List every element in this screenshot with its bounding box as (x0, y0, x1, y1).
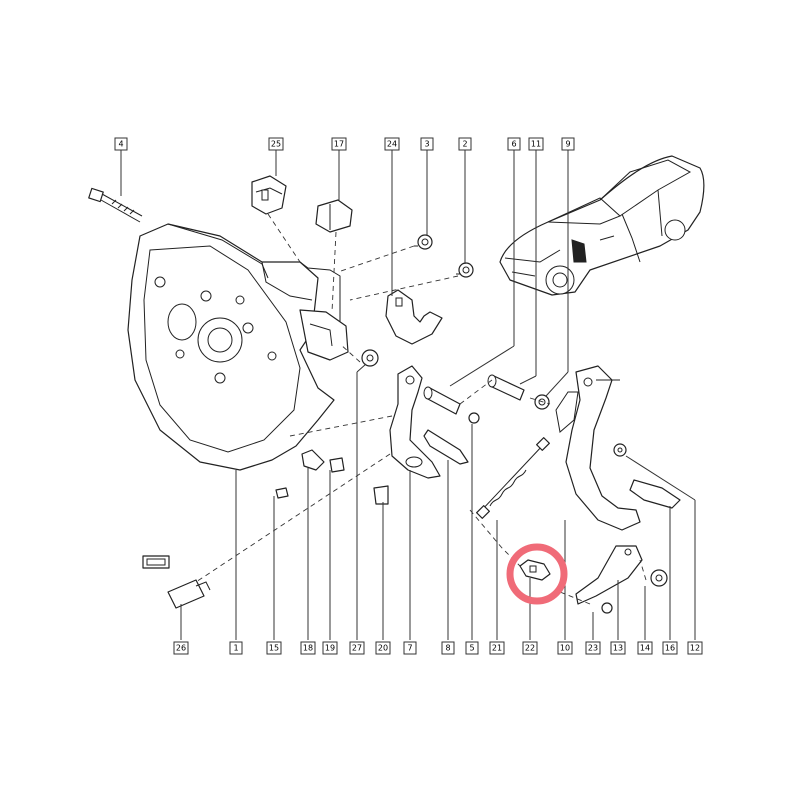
bump-stop-17 (315, 199, 353, 233)
callout-24: 24 (384, 137, 400, 151)
pedal-arm-10 (555, 365, 641, 531)
svg-text:11: 11 (531, 140, 541, 149)
svg-text:4: 4 (118, 140, 123, 149)
bracket-13 (575, 545, 643, 605)
callout-22: 22 (522, 641, 538, 655)
svg-text:18: 18 (303, 644, 313, 653)
car-illustration (499, 155, 705, 296)
callout-10: 10 (557, 641, 573, 655)
svg-text:21: 21 (492, 644, 502, 653)
switch-26 (142, 555, 211, 609)
callout-7: 7 (403, 641, 417, 655)
svg-text:14: 14 (640, 644, 650, 653)
svg-text:25: 25 (271, 140, 281, 149)
svg-text:7: 7 (407, 644, 412, 653)
svg-text:17: 17 (334, 140, 344, 149)
clip-22 (519, 559, 551, 581)
callout-25: 25 (268, 137, 284, 151)
callout-6: 6 (507, 137, 521, 151)
sleeve-18 (301, 449, 325, 471)
svg-text:13: 13 (613, 644, 623, 653)
spring-21 (476, 437, 550, 519)
fastener-20 (373, 485, 389, 505)
svg-text:6: 6 (511, 140, 516, 149)
callout-8: 8 (441, 641, 455, 655)
pedal-pad-16 (629, 479, 681, 509)
callout-5: 5 (465, 641, 479, 655)
highlight-circle-22 (506, 543, 568, 605)
callout-23: 23 (585, 641, 601, 655)
callout-16: 16 (662, 641, 678, 655)
callout-27: 27 (349, 641, 365, 655)
callout-17: 17 (331, 137, 347, 151)
bolt-5 (468, 412, 480, 424)
callout-18: 18 (300, 641, 316, 655)
svg-text:1: 1 (233, 644, 238, 653)
svg-text:16: 16 (665, 644, 675, 653)
callout-12: 12 (687, 641, 703, 655)
svg-text:24: 24 (387, 140, 397, 149)
pin-11 (487, 374, 525, 401)
nut-23 (601, 602, 613, 614)
svg-text:22: 22 (525, 644, 535, 653)
svg-text:20: 20 (378, 644, 388, 653)
assembly-lines (195, 213, 647, 605)
svg-text:2: 2 (462, 140, 467, 149)
leader-lines (120, 150, 696, 640)
svg-text:27: 27 (352, 644, 362, 653)
callout-19: 19 (322, 641, 338, 655)
bracket-24 (385, 289, 443, 345)
svg-text:23: 23 (588, 644, 598, 653)
callout-labels: 4 25 17 24 3 2 6 11 9 26 1 15 18 19 27 2… (114, 137, 703, 655)
callout-21: 21 (489, 641, 505, 655)
svg-text:19: 19 (325, 644, 335, 653)
svg-text:8: 8 (445, 644, 450, 653)
nut-14 (650, 569, 668, 587)
pedal-box-housing (127, 223, 349, 471)
pedal-arm-7 (389, 365, 441, 479)
svg-text:3: 3 (424, 140, 429, 149)
svg-text:12: 12 (690, 644, 700, 653)
callout-9: 9 (561, 137, 575, 151)
callout-11: 11 (528, 137, 544, 151)
nut-3 (414, 234, 433, 250)
plate-8 (423, 429, 469, 465)
svg-text:5: 5 (469, 644, 474, 653)
callout-4: 4 (114, 137, 128, 151)
svg-text:15: 15 (269, 644, 279, 653)
callout-2: 2 (458, 137, 472, 151)
callout-14: 14 (637, 641, 653, 655)
svg-text:26: 26 (176, 644, 186, 653)
callout-15: 15 (266, 641, 282, 655)
bolt-15 (275, 487, 289, 499)
callout-20: 20 (375, 641, 391, 655)
clip-25 (251, 175, 287, 215)
nut-2 (456, 262, 474, 278)
callout-1: 1 (229, 641, 243, 655)
svg-text:9: 9 (565, 140, 570, 149)
svg-text:10: 10 (560, 644, 570, 653)
callout-3: 3 (420, 137, 434, 151)
spacer-6 (423, 386, 461, 415)
clip-19 (329, 457, 345, 473)
bushing-27 (361, 349, 379, 367)
callout-13: 13 (610, 641, 626, 655)
callout-26: 26 (173, 641, 189, 655)
bolt-4 (88, 187, 143, 223)
washer-12 (613, 443, 627, 457)
